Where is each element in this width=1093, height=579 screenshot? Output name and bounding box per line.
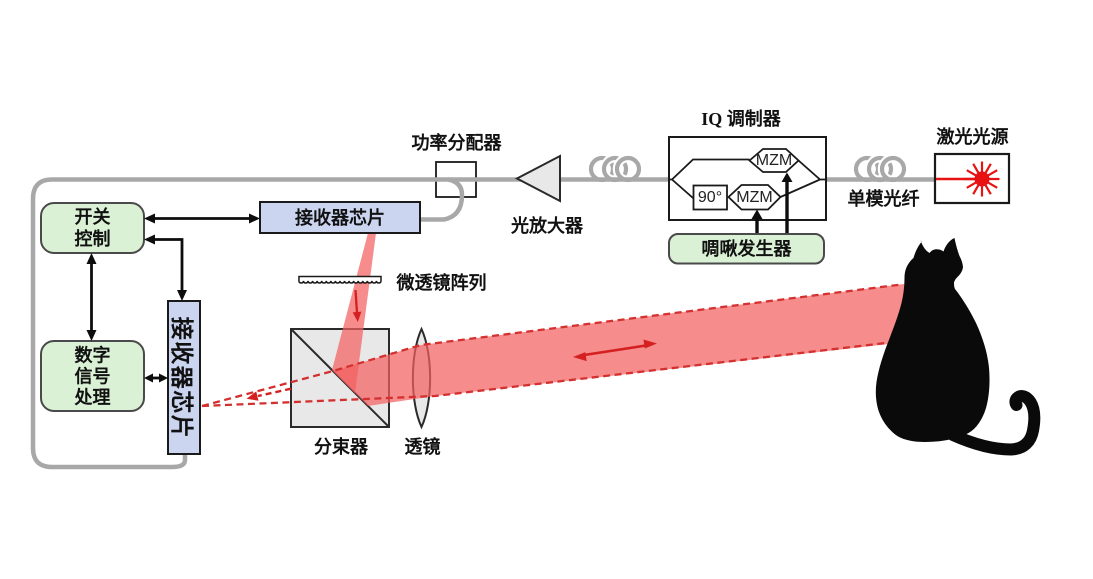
- cat-tail: [947, 390, 1041, 456]
- fan-down-arrowhead: [352, 311, 362, 322]
- electrical-arrows: [86, 172, 793, 383]
- cat-silhouette: [875, 238, 1041, 456]
- switch-control-line1: 开关: [74, 207, 111, 227]
- dsp-line2: 信号: [74, 366, 111, 386]
- mzm-top-label: MZM: [755, 151, 793, 169]
- label-power-splitter: 功率分配器: [411, 133, 502, 153]
- beam-double-arrow: [573, 339, 657, 362]
- beam-arrows: [246, 289, 657, 401]
- receiver-chip-vertical-label: 接收器芯片: [169, 316, 194, 439]
- chirp-generator-label: 啁啾发生器: [701, 238, 792, 259]
- microlens-array-shape: [298, 275, 382, 284]
- label-optical-amplifier: 光放大器: [511, 216, 583, 236]
- switch-control-label: 开关 控制: [75, 206, 111, 250]
- arrowhead: [249, 213, 260, 224]
- phase-shift-label: 90°: [697, 188, 723, 206]
- fiber-coil-left-icon: [586, 153, 644, 185]
- fiber-branch-to-receiver: [420, 177, 465, 222]
- dsp-label: 数字 信号 处理: [75, 345, 111, 408]
- fiber-loop-path: [30, 177, 935, 470]
- label-beam-splitter: 分束器: [314, 436, 368, 457]
- switch-control-line2: 控制: [74, 229, 111, 249]
- phase-shift-box: [692, 184, 728, 211]
- label-laser-source: 激光光源: [936, 127, 1009, 147]
- receiver-chip-horizontal-box: [259, 201, 421, 234]
- fiber-coil-right-icon: [851, 153, 909, 185]
- mzm-top-hexagon: [748, 148, 800, 173]
- arrowhead: [144, 234, 155, 245]
- beam-dashed-edges: [201, 283, 902, 408]
- label-microlens-array: 微透镜阵列: [396, 273, 487, 293]
- mach-zehnder-waveguides: [669, 158, 826, 199]
- mzm-bottom-label: MZM: [736, 188, 773, 206]
- arrowhead: [86, 330, 97, 341]
- arrowhead: [177, 290, 187, 301]
- mzm-bottom-hexagon: [727, 184, 782, 211]
- return-arrowhead: [246, 391, 259, 401]
- beam-outgoing: [333, 283, 908, 406]
- label-iq-modulator: IQ 调制器: [701, 109, 781, 129]
- dsp-box: [40, 340, 145, 412]
- arrowhead: [144, 373, 153, 383]
- iq-modulator-box: [668, 136, 827, 221]
- label-single-mode-fiber: 单模光纤: [847, 189, 920, 209]
- arrowhead: [751, 209, 763, 219]
- chirp-generator-box: [668, 233, 825, 265]
- switch-control-box: [40, 202, 145, 254]
- arrowhead: [159, 373, 168, 383]
- laser-source-box: [933, 152, 1011, 205]
- receiver-chip-horizontal-label: 接收器芯片: [295, 207, 385, 228]
- arrowhead: [144, 213, 155, 224]
- dsp-line3: 处理: [74, 387, 111, 407]
- arrowhead: [86, 253, 97, 264]
- cat-body: [875, 238, 990, 442]
- label-lens: 透镜: [404, 436, 441, 457]
- optical-amplifier-triangle: [514, 154, 561, 203]
- receiver-chip-vertical-box: [167, 300, 201, 455]
- arrowhead: [781, 172, 793, 182]
- dsp-line1: 数字: [74, 345, 111, 365]
